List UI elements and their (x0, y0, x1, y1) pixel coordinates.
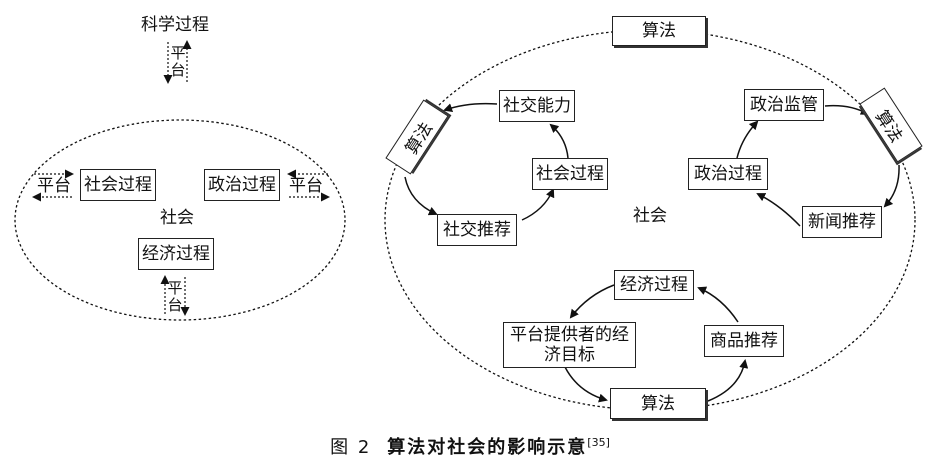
algorithm-box-bottom: 算法 (610, 388, 706, 419)
economic-process-box-right: 经济过程 (614, 270, 694, 300)
arrow-news-to-political-process (756, 193, 801, 227)
political-process-box-right: 政治过程 (688, 158, 768, 190)
social-ability-box: 社交能力 (499, 90, 575, 122)
arrow-product-to-economic (697, 286, 739, 323)
algorithm-box-top: 算法 (612, 16, 706, 46)
economic-process-box: 经济过程 (138, 238, 214, 270)
political-process-box: 政治过程 (204, 169, 280, 201)
social-process-box-right: 社会过程 (532, 158, 608, 190)
figure-title: 算法对社会的影响示意 (387, 437, 588, 458)
arrow-social-recommend-to-social-process (521, 188, 555, 221)
product-recommend-box: 商品推荐 (704, 325, 784, 357)
arrow-economic-to-platform-goal (569, 284, 615, 319)
news-recommend-box: 新闻推荐 (802, 206, 882, 238)
platform-goal-box: 平台提供者的经济目标 (503, 322, 636, 368)
figure-number: 图 2 (330, 437, 372, 458)
science-process-label: 科学过程 (141, 15, 209, 35)
arrow-algorithm-to-news (883, 164, 900, 208)
figure-caption: 图 2 算法对社会的影响示意[35] (0, 433, 940, 459)
political-regulation-box: 政治监管 (744, 89, 824, 121)
society-label-left: 社会 (160, 208, 194, 228)
left-society-ellipse (14, 119, 346, 321)
arrow-social-ability-to-algorithm (443, 102, 498, 112)
arrow-social-process-to-social-ability (549, 123, 569, 159)
social-recommend-box: 社交推荐 (437, 214, 517, 246)
arrow-political-process-to-regulation (736, 120, 759, 159)
social-process-box: 社会过程 (80, 169, 156, 201)
society-label-right: 社会 (633, 206, 667, 226)
platform-label-left: 平台 (37, 176, 71, 196)
figure-reference: [35] (587, 436, 610, 449)
arrow-algorithm-to-product (707, 359, 749, 402)
platform-label-top: 平台 (170, 44, 186, 79)
platform-label-right: 平台 (289, 176, 323, 196)
arrow-algorithm-to-social-recommend (404, 176, 438, 216)
platform-label-bottom: 平台 (167, 279, 183, 314)
arrow-platform-goal-to-algorithm (564, 366, 608, 403)
right-society-ellipse (384, 29, 916, 411)
